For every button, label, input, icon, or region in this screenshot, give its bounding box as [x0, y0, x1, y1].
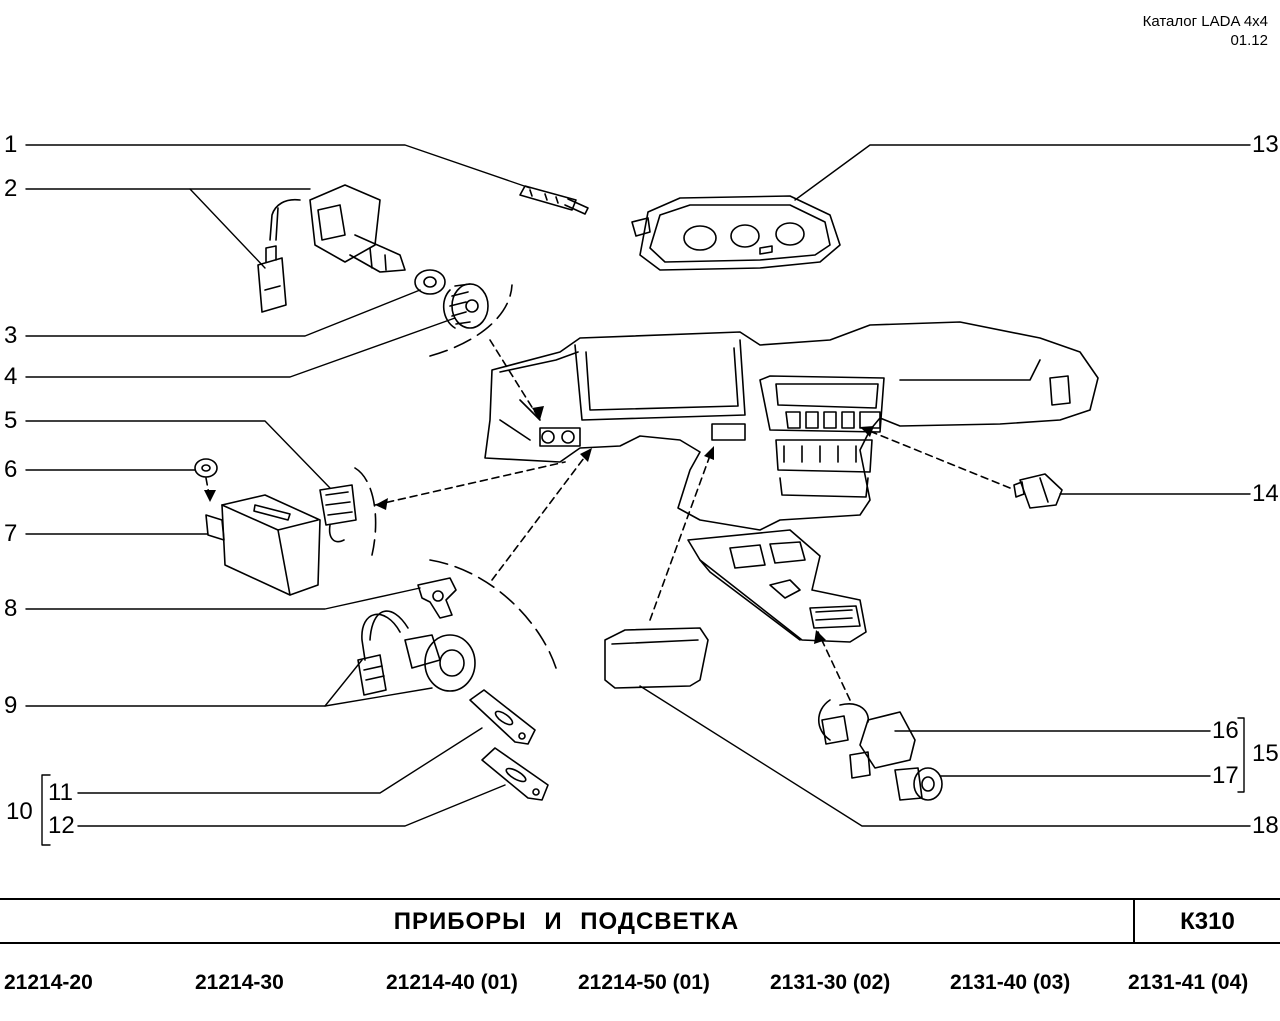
leader-lines [25, 144, 1251, 846]
part-7-relay-unit [205, 494, 321, 596]
model-code: 21214-20 [4, 971, 93, 994]
catalog-name: Каталог LADA 4x4 [1142, 13, 1268, 30]
callout-16: 16 [1212, 717, 1239, 744]
part-16-lighter-socket [817, 699, 916, 779]
part-5-connector [319, 484, 357, 543]
callout-8: 8 [4, 595, 18, 622]
part-18-cover [604, 627, 709, 689]
part-13-instrument-cluster [631, 195, 841, 271]
part-9-socket [357, 610, 476, 696]
part-17-lighter-plug [894, 767, 943, 801]
model-code: 21214-50 (01) [578, 971, 710, 994]
callout-4: 4 [4, 363, 18, 390]
catalog-date: 01.12 [1230, 32, 1268, 49]
callout-1: 1 [4, 131, 18, 158]
callout-17: 17 [1212, 762, 1239, 789]
part-14-switch [1013, 473, 1063, 509]
model-code: 21214-30 [195, 971, 284, 994]
section-title: ПРИБОРЫ И ПОДСВЕТКА [0, 900, 1135, 942]
parts-diagram [25, 144, 1251, 846]
callout-18: 18 [1252, 812, 1279, 839]
models-row: 21214-20 21214-30 21214-40 (01) 21214-50… [0, 968, 1280, 998]
part-2-switch [257, 184, 406, 313]
callout-6: 6 [4, 456, 18, 483]
callout-2: 2 [4, 175, 18, 202]
part-6-nut [194, 458, 218, 478]
arrow-heads [204, 406, 874, 644]
part-12-tab [481, 747, 549, 801]
part-8-clip [417, 577, 457, 619]
model-code: 2131-30 (02) [770, 971, 891, 994]
section-title-bar: ПРИБОРЫ И ПОДСВЕТКА К310 [0, 898, 1280, 944]
callout-12: 12 [48, 812, 75, 839]
callout-7: 7 [4, 520, 18, 547]
part-11-tab [469, 689, 536, 745]
dashboard-drawing [484, 321, 1099, 531]
callout-5: 5 [4, 407, 18, 434]
model-code: 2131-41 (04) [1128, 971, 1249, 994]
model-code: 2131-40 (03) [950, 971, 1071, 994]
callout-13: 13 [1252, 131, 1279, 158]
callout-9: 9 [4, 692, 18, 719]
catalog-code: К310 [1180, 908, 1235, 935]
callout-10: 10 [6, 798, 33, 825]
part-1-bulb [519, 185, 589, 215]
page-header: Каталог LADA 4x4 01.12 [1143, 12, 1268, 50]
console-drawing [687, 529, 867, 643]
callout-14: 14 [1252, 480, 1279, 507]
model-code: 21214-40 (01) [386, 971, 518, 994]
part-3-washer [414, 269, 446, 295]
callout-15: 15 [1252, 740, 1279, 767]
callout-11: 11 [48, 779, 73, 806]
part-4-knob [442, 283, 489, 329]
callout-3: 3 [4, 322, 18, 349]
assembly-arrows [205, 284, 1011, 701]
